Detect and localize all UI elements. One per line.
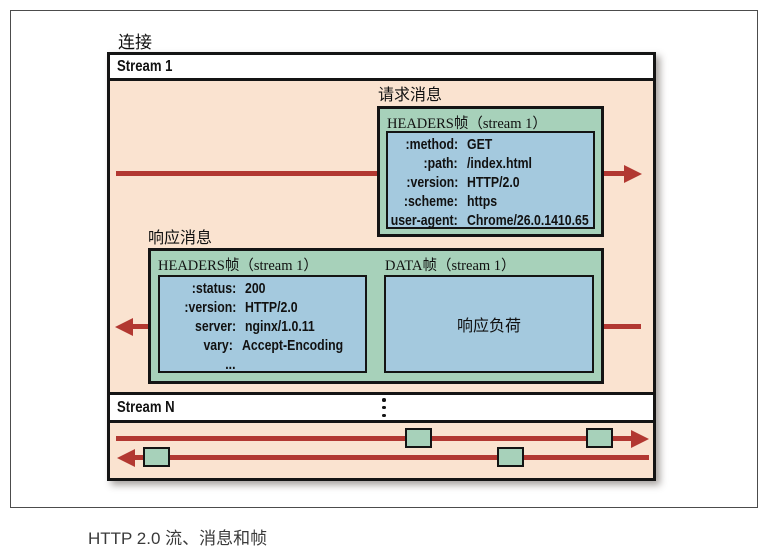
response-headers-fields-box: :status:200 :version:HTTP/2.0 server:ngi…: [158, 275, 367, 373]
frame-chip: [497, 447, 524, 467]
response-field-row: :version:HTTP/2.0: [184, 299, 298, 316]
frame-chip: [405, 428, 432, 448]
request-frame-title: HEADERS帧（stream 1）: [387, 116, 547, 132]
figure-border: [10, 10, 758, 508]
bottom-right-arrow-line: [116, 436, 631, 441]
stream1-label: Stream 1: [117, 57, 173, 75]
frame-chip: [586, 428, 613, 448]
bottom-right-arrow-head-icon: [631, 429, 649, 448]
frame-chip: [143, 447, 170, 467]
connection-box: Stream 1 请求消息 HEADERS帧（stream 1） :method…: [107, 52, 656, 481]
request-field-row: :scheme:https: [403, 193, 498, 210]
bottom-left-arrow-line: [135, 455, 649, 460]
request-message-label: 请求消息: [378, 87, 443, 104]
request-arrow-line: [116, 171, 624, 176]
request-field-row: :method:GET: [405, 136, 493, 153]
response-field-row: server:nginx/1.0.11: [194, 318, 315, 335]
response-field-row: vary:Accept-Encoding: [203, 337, 343, 354]
request-field-row: :path:/index.html: [423, 155, 532, 172]
request-field-row: :version:HTTP/2.0: [406, 174, 520, 191]
response-field-row: ...: [225, 356, 236, 373]
request-field-row: user-agent:Chrome/26.0.1410.65: [391, 212, 589, 229]
stream1-bar: Stream 1: [110, 55, 653, 81]
figure-caption: HTTP 2.0 流、消息和帧: [88, 529, 268, 548]
request-headers-fields-box: :method:GET :path:/index.html :version:H…: [386, 131, 595, 229]
response-headers-frame-title: HEADERS帧（stream 1）: [158, 258, 318, 274]
connection-label: 连接: [118, 33, 152, 52]
response-field-row: :status:200: [191, 280, 266, 297]
streamN-label: Stream N: [117, 398, 175, 416]
request-headers-frame-box: HEADERS帧（stream 1） :method:GET :path:/in…: [377, 106, 604, 237]
response-arrow-head-icon: [115, 317, 133, 336]
streamN-bar: Stream N: [110, 392, 653, 423]
response-payload-label: 响应负荷: [456, 318, 521, 335]
vertical-ellipsis-icon: [382, 398, 386, 417]
response-message-label: 响应消息: [148, 230, 213, 247]
request-arrow-head-icon: [624, 164, 642, 183]
bottom-left-arrow-head-icon: [117, 448, 135, 467]
response-data-payload-box: 响应负荷: [384, 275, 594, 373]
response-data-frame-title: DATA帧（stream 1）: [385, 258, 516, 274]
response-frames-box: HEADERS帧（stream 1） DATA帧（stream 1） :stat…: [148, 248, 604, 384]
